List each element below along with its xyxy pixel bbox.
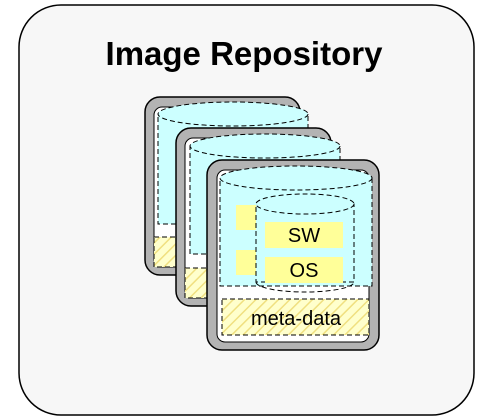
layer-strip [236, 250, 258, 275]
image-card-front: SW OS meta-data [206, 159, 380, 351]
os-label: OS [290, 260, 319, 282]
software-label: SW [288, 225, 320, 247]
repository-title: Image Repository [106, 35, 384, 72]
software-layer [265, 222, 343, 248]
layer-strip [236, 205, 258, 230]
os-layer [265, 257, 343, 283]
metadata-label: meta-data [251, 308, 342, 330]
hatched-metadata-bar [221, 298, 370, 336]
